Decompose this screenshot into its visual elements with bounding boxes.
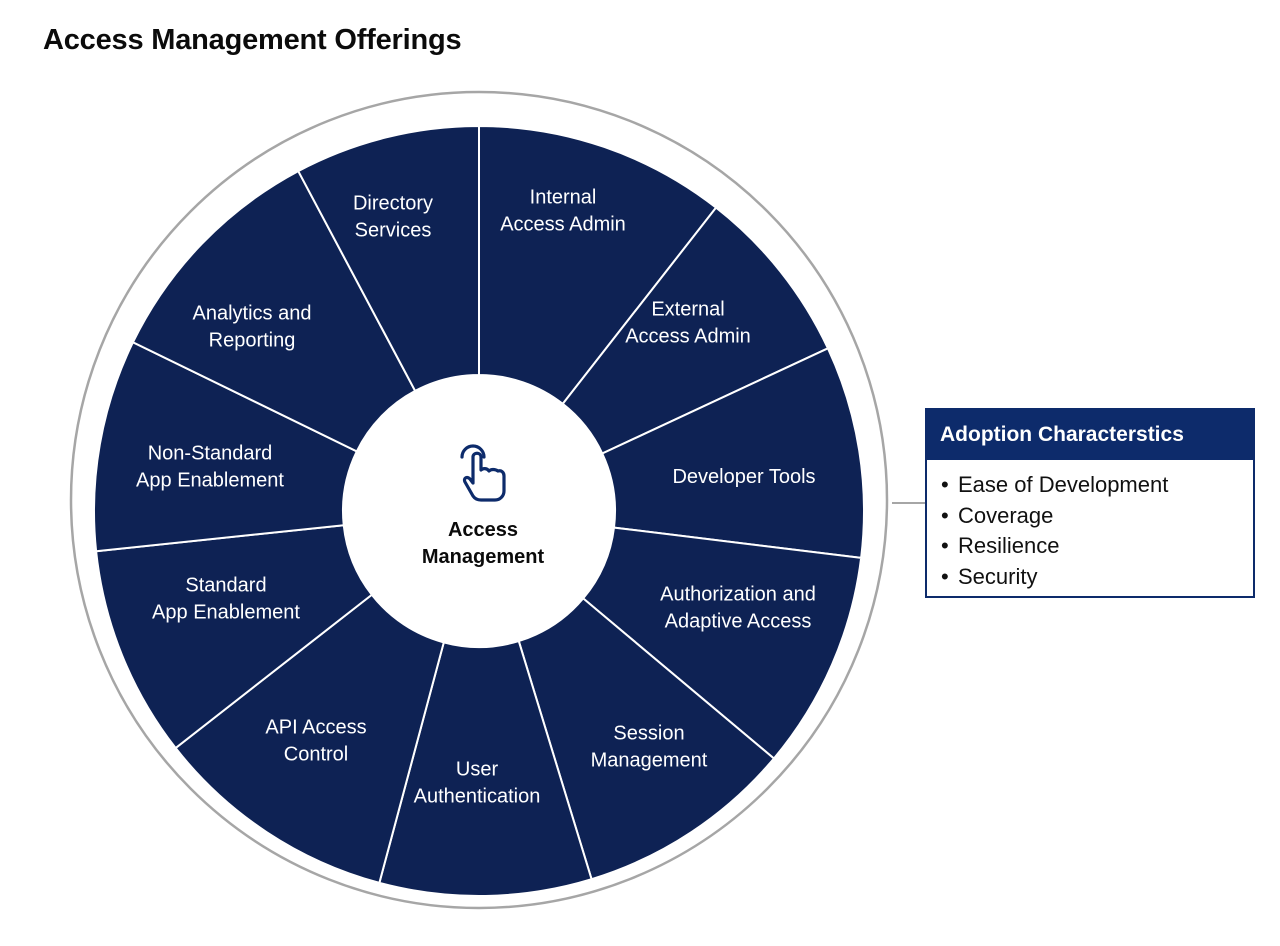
adoption-item-label: Resilience bbox=[958, 533, 1060, 558]
segment-label-line: Authorization and bbox=[660, 584, 816, 606]
page-title: Access Management Offerings bbox=[43, 24, 462, 56]
adoption-item-label: Security bbox=[958, 563, 1038, 589]
segment-label-line: API Access bbox=[265, 717, 366, 739]
adoption-box-title: Adoption Characterstics bbox=[927, 410, 1253, 460]
bullet-marker: • bbox=[941, 472, 949, 497]
segment-label-line: App Enablement bbox=[152, 602, 300, 624]
adoption-item-label: Ease of Development bbox=[958, 472, 1169, 497]
segment-label-line: Reporting bbox=[209, 330, 296, 352]
segment-label-line: Session bbox=[613, 723, 684, 745]
segment-label-line: Non-Standard bbox=[148, 443, 273, 465]
segment-label: Developer Tools bbox=[672, 466, 815, 488]
adoption-item: • Security bbox=[941, 562, 1253, 593]
segment-label-line: User bbox=[456, 759, 499, 781]
bullet-marker: • bbox=[941, 563, 949, 589]
segment-label-line: Authentication bbox=[414, 786, 541, 808]
segment-label-line: Internal bbox=[530, 187, 597, 209]
segment-label-line: Directory bbox=[353, 193, 433, 215]
segment-label-line: App Enablement bbox=[136, 470, 284, 492]
segment-label-line: Access Admin bbox=[625, 326, 751, 348]
segment-label-line: Analytics and bbox=[193, 303, 312, 325]
segment-label-line: Control bbox=[284, 744, 348, 766]
adoption-item: • Resilience bbox=[941, 531, 1253, 562]
center-disk bbox=[343, 375, 615, 647]
center-label-line: Access bbox=[448, 519, 518, 541]
segment-label-line: External bbox=[651, 299, 724, 321]
segment-label-line: Services bbox=[355, 220, 432, 242]
segment-label-line: Management bbox=[591, 750, 708, 772]
segment-label-line: Adaptive Access bbox=[665, 611, 812, 633]
bullet-marker: • bbox=[941, 502, 949, 528]
bullet-marker: • bbox=[941, 533, 949, 558]
center-label-line: Management bbox=[422, 546, 545, 568]
adoption-characteristics-box: Adoption Characterstics • Ease of Develop… bbox=[925, 408, 1255, 598]
adoption-item-label: Coverage bbox=[958, 502, 1054, 528]
segment-label-line: Access Admin bbox=[500, 214, 626, 236]
segment-label-line: Standard bbox=[185, 575, 266, 597]
adoption-list: • Ease of Development • Coverage • Resilien… bbox=[927, 460, 1253, 592]
adoption-item: • Coverage bbox=[941, 501, 1253, 532]
segment-label-line: Developer Tools bbox=[672, 466, 815, 488]
adoption-item: • Ease of Development bbox=[941, 470, 1253, 501]
tap-hand-icon bbox=[460, 444, 506, 502]
